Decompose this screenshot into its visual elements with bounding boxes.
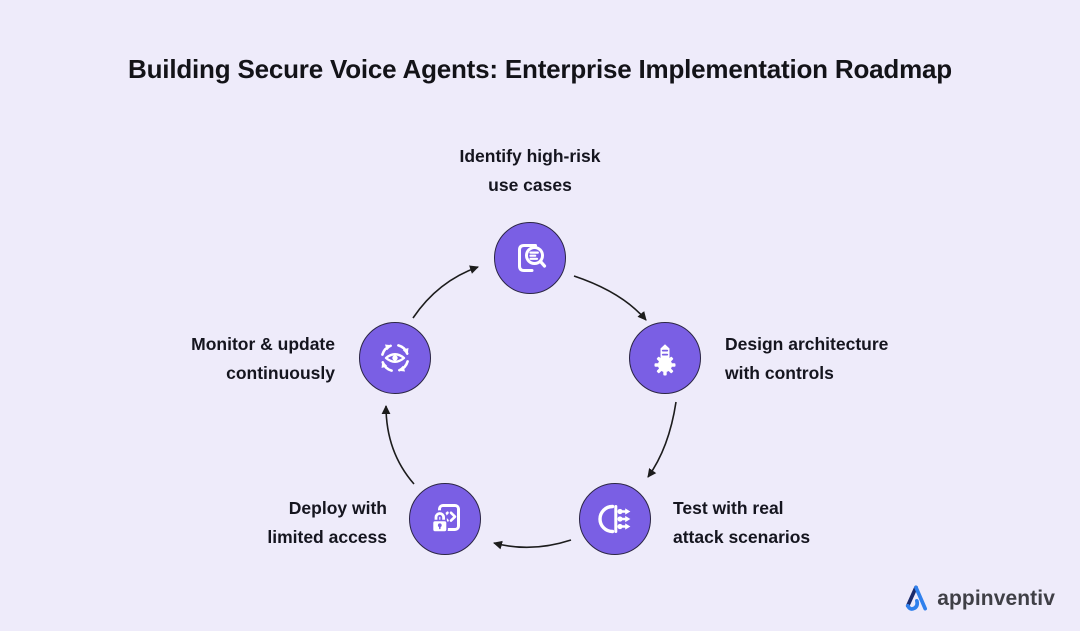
step-label-line: Design architecture bbox=[725, 334, 889, 354]
architecture-gear-icon bbox=[654, 344, 676, 376]
attack-simulation-icon bbox=[598, 504, 631, 534]
arrow-deploy-to-monitor bbox=[381, 405, 415, 485]
step-label-line: with controls bbox=[725, 363, 834, 383]
step-label-line: limited access bbox=[267, 527, 387, 547]
step-label-line: Identify high-risk bbox=[459, 146, 601, 166]
step-label-line: continuously bbox=[226, 363, 335, 383]
step-node-test bbox=[579, 483, 651, 555]
step-label-design: Design architecture with controls bbox=[725, 330, 888, 388]
appinventiv-logo-icon bbox=[906, 585, 928, 611]
page-title: Building Secure Voice Agents: Enterprise… bbox=[128, 54, 952, 84]
step-label-line: attack scenarios bbox=[673, 527, 811, 547]
step-node-monitor bbox=[359, 322, 431, 394]
step-label-line: Monitor & update bbox=[191, 334, 335, 354]
brand-logo: appinventiv bbox=[901, 583, 1055, 614]
step-node-identify bbox=[494, 222, 566, 294]
step-label-deploy: Deploy with limited access bbox=[267, 494, 387, 552]
code-lock-icon bbox=[431, 504, 460, 533]
arrow-test-to-deploy bbox=[493, 539, 572, 550]
arrow-identify-to-design bbox=[573, 275, 647, 321]
step-node-design bbox=[629, 322, 701, 394]
step-label-monitor: Monitor & update continuously bbox=[191, 330, 335, 388]
arrow-monitor-to-identify bbox=[412, 265, 479, 319]
arrow-design-to-test bbox=[647, 401, 677, 478]
brand-logo-text: appinventiv bbox=[937, 586, 1055, 610]
step-node-deploy bbox=[409, 483, 481, 555]
step-label-line: Test with real bbox=[673, 498, 784, 518]
step-label-line: use cases bbox=[488, 175, 572, 195]
step-label-line: Deploy with bbox=[288, 498, 387, 518]
eye-cycle-icon bbox=[381, 344, 409, 372]
step-label-test: Test with real attack scenarios bbox=[673, 494, 810, 552]
document-search-icon bbox=[518, 244, 547, 272]
step-label-identify: Identify high-risk use cases bbox=[380, 142, 680, 200]
